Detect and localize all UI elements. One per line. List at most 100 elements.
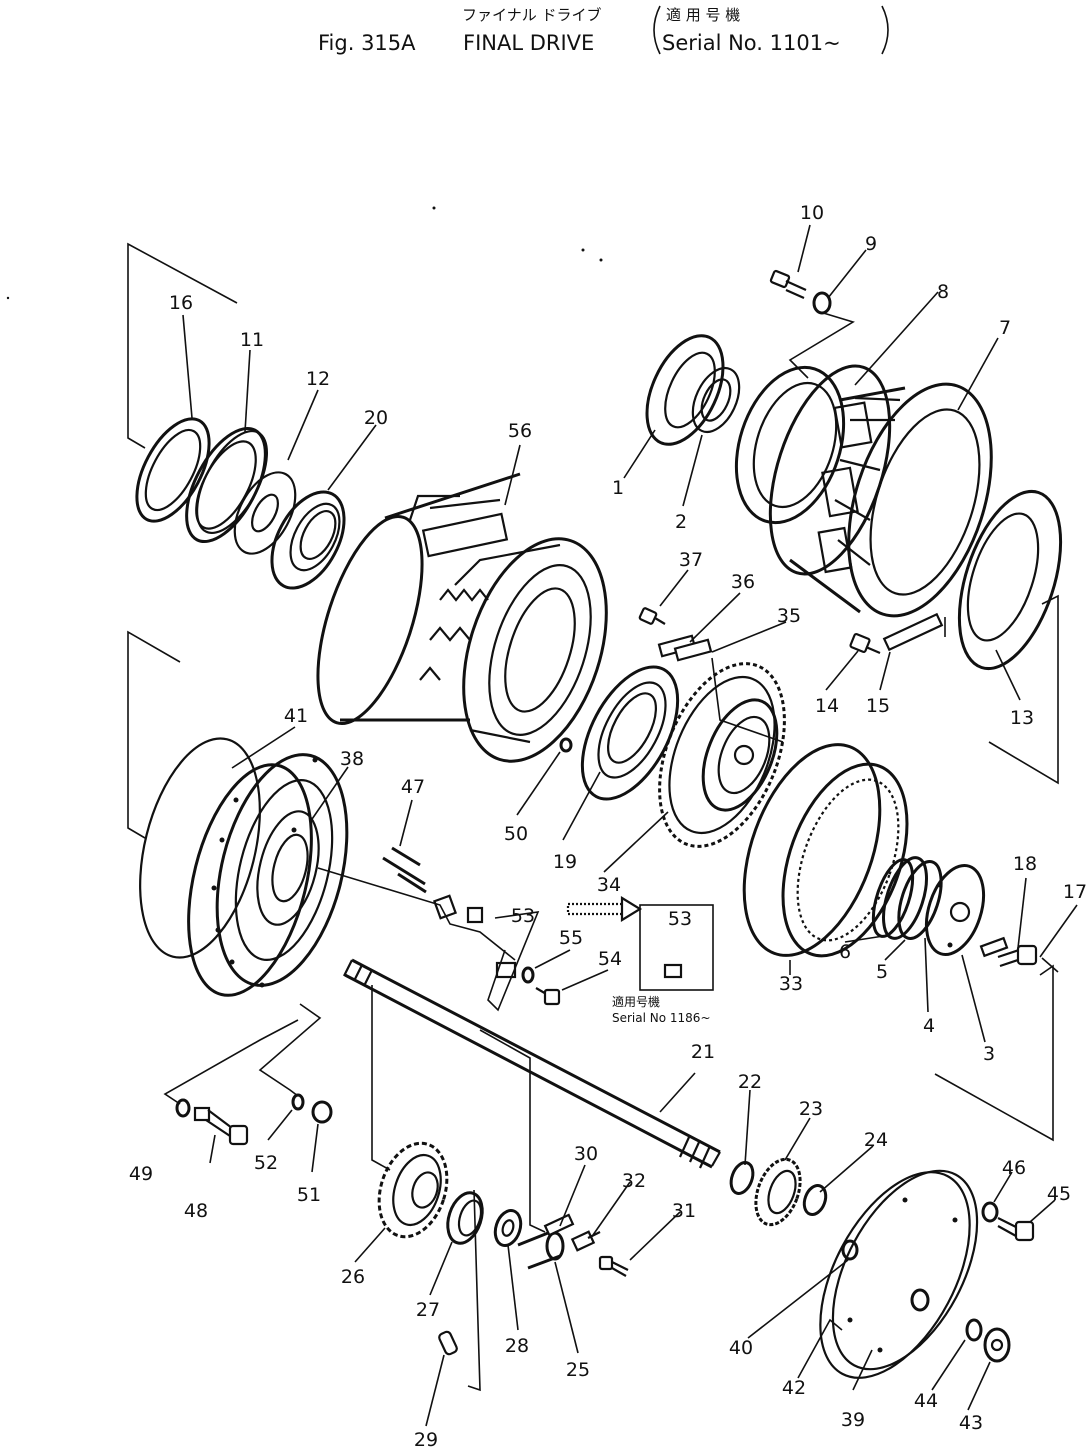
label-43: 43 [959, 1412, 983, 1434]
part-52-o-ring [291, 1093, 305, 1111]
part-23-gear [754, 1157, 802, 1227]
label-9: 9 [865, 233, 877, 255]
part-44-washer [965, 1318, 983, 1342]
label-46: 46 [1002, 1157, 1026, 1179]
label-4: 4 [923, 1015, 935, 1037]
part-6-gear [871, 858, 915, 938]
label-12: 12 [306, 368, 330, 390]
label-18: 18 [1013, 853, 1037, 875]
part-33-ring-gear [742, 743, 909, 958]
label-45: 45 [1047, 1183, 1071, 1205]
label-19: 19 [553, 851, 577, 873]
label-54: 54 [598, 948, 622, 970]
part-labels: 1 2 3 4 5 6 7 8 9 10 11 12 13 14 15 16 1… [129, 202, 1087, 1451]
bracket-mid-left [127, 630, 181, 839]
label-50: 50 [504, 823, 528, 845]
label-10: 10 [800, 202, 824, 224]
label-27: 27 [416, 1299, 440, 1321]
part-31-bolt [598, 1255, 629, 1277]
bracket-upper-right [988, 594, 1059, 785]
label-53: 53 [511, 905, 535, 927]
part-48-bolt [193, 1106, 249, 1146]
label-47: 47 [401, 776, 425, 798]
part-32-washer [570, 1230, 601, 1252]
speck [6, 296, 10, 300]
part-15-lock-plate [882, 612, 944, 652]
inset-part-no: 53 [668, 908, 692, 930]
label-37: 37 [679, 549, 703, 571]
label-6: 6 [839, 941, 851, 963]
part-28-thrust-washer [493, 1208, 523, 1248]
label-36: 36 [731, 571, 755, 593]
fig-label: Fig. 315A [318, 31, 416, 55]
label-41: 41 [284, 705, 308, 727]
title-en: FINAL DRIVE [463, 31, 594, 55]
part-1-bearing-cone [645, 334, 725, 446]
part-35-plate [673, 638, 713, 662]
label-16: 16 [169, 292, 193, 314]
part-4-gear [897, 860, 943, 940]
label-24: 24 [864, 1129, 888, 1151]
bracket-left-icon [653, 5, 661, 55]
label-52: 52 [254, 1152, 278, 1174]
label-35: 35 [777, 605, 801, 627]
part-18-lock [979, 936, 1009, 958]
part-25-shaft [517, 1231, 565, 1270]
part-54-bolt [535, 987, 561, 1006]
part-37-bolt [638, 607, 666, 625]
part-8-ring [734, 365, 846, 525]
label-38: 38 [340, 748, 364, 770]
label-13: 13 [1010, 707, 1034, 729]
label-3: 3 [983, 1043, 995, 1065]
part-45-bolt [997, 1217, 1035, 1242]
label-25: 25 [566, 1359, 590, 1381]
speck [581, 248, 585, 252]
part-47-stud [382, 846, 427, 894]
label-51: 51 [297, 1184, 321, 1206]
part-22-spacer [729, 1161, 755, 1195]
label-21: 21 [691, 1041, 715, 1063]
label-48: 48 [184, 1200, 208, 1222]
label-32: 32 [622, 1170, 646, 1192]
label-14: 14 [815, 695, 839, 717]
label-39: 39 [841, 1409, 865, 1431]
label-26: 26 [341, 1266, 365, 1288]
part-49-washer [175, 1098, 191, 1118]
part-5-gear [882, 856, 928, 940]
header: ファイナル ドライブ 適 用 号 機 Fig. 315A FINAL DRIVE… [318, 5, 889, 55]
part-40-plug [841, 1239, 859, 1261]
inset-box: 53 適用号機 Serial No 1186~ [612, 904, 714, 1025]
bracket-right-icon [881, 5, 889, 55]
label-42: 42 [782, 1377, 806, 1399]
label-33: 33 [779, 973, 803, 995]
label-40: 40 [729, 1337, 753, 1359]
label-11: 11 [240, 329, 264, 351]
label-44: 44 [914, 1390, 938, 1412]
part-9-washer [812, 291, 832, 315]
part-16-seal [135, 417, 211, 523]
part-10-bolt [769, 269, 807, 300]
part-20-bearing [270, 490, 346, 590]
label-30: 30 [574, 1143, 598, 1165]
part-56-hub [316, 472, 608, 763]
part-50-plug [559, 737, 573, 753]
label-17: 17 [1063, 881, 1087, 903]
label-15: 15 [866, 695, 890, 717]
label-49: 49 [129, 1163, 153, 1185]
part-2-bearing-cup [691, 366, 741, 434]
part-17-bolt [997, 944, 1038, 968]
label-8: 8 [937, 281, 949, 303]
label-31: 31 [672, 1200, 696, 1222]
part-27-bearing [446, 1191, 484, 1245]
label-29: 29 [414, 1429, 438, 1451]
label-20: 20 [364, 407, 388, 429]
part-3-cover [924, 864, 986, 956]
leader-lines [163, 224, 1078, 1427]
part-34-carrier [658, 662, 786, 848]
part-14-bolt [849, 633, 881, 655]
part-12-floating-seal [233, 471, 297, 555]
inset-note-jp: 適用号機 [612, 994, 660, 1009]
part-21-shaft [343, 958, 721, 1169]
part-41-o-ring [139, 737, 261, 959]
